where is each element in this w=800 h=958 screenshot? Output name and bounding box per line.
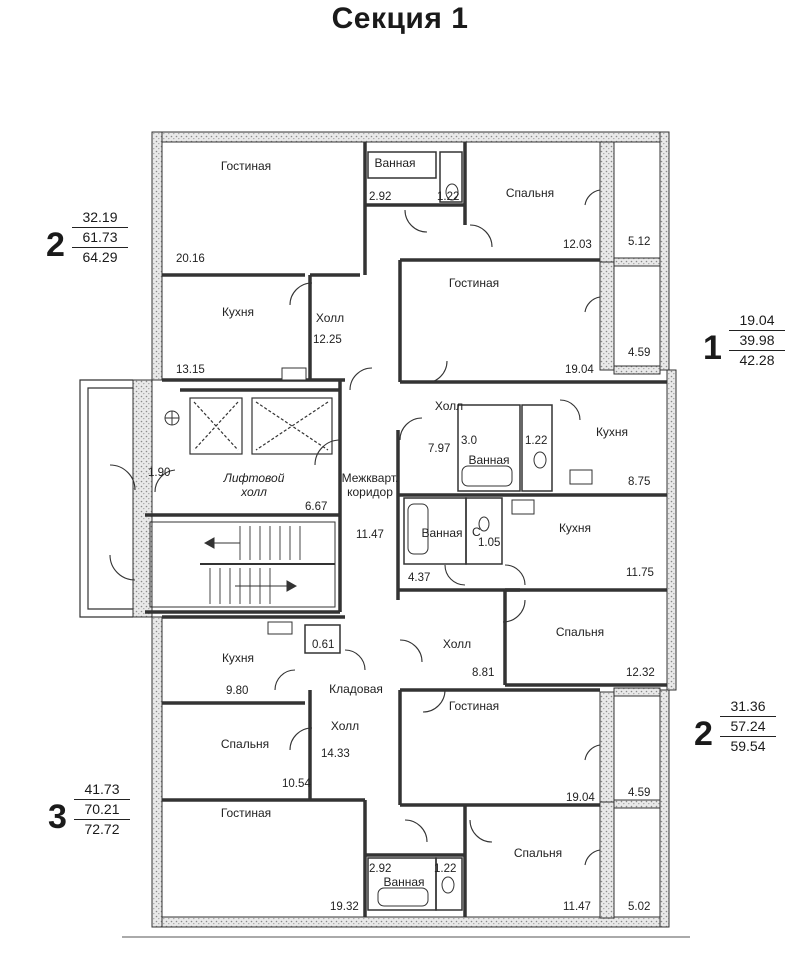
- apartment-number: 2: [46, 226, 65, 264]
- room-living-top: Гостиная: [221, 159, 271, 173]
- area-living-bl: 19.32: [330, 901, 359, 913]
- room-kitchen-mid: Кухня: [559, 521, 591, 535]
- left-loggia: [79, 379, 133, 618]
- room-bedroom-br: Спальня: [514, 846, 562, 860]
- room-hall-tl: Холл: [316, 311, 344, 325]
- outer-walls: [132, 131, 677, 928]
- room-bath-mid: Ванная: [421, 526, 462, 540]
- room-hall-bl: Холл: [331, 719, 359, 733]
- area-bath-1: 3.0: [461, 435, 477, 447]
- apartment-number: 3: [48, 798, 67, 836]
- living-area-value: 31.36: [720, 697, 776, 717]
- room-lift-hall-2: холл: [240, 485, 267, 499]
- area-wc-1: 1.22: [525, 435, 547, 447]
- living-area-value: 41.73: [74, 780, 130, 800]
- area-bedroom-bl: 10.54: [282, 778, 311, 790]
- apartment-number: 2: [694, 715, 713, 753]
- room-bedroom-mid: Спальня: [556, 625, 604, 639]
- doors: [109, 189, 601, 866]
- room-hall-mid: Холл: [443, 637, 471, 651]
- area-hall-mid: 8.81: [472, 667, 494, 679]
- total-area-value: 39.98: [729, 331, 785, 351]
- room-kitchen-bl: Кухня: [222, 651, 254, 665]
- total-area-balcony-value: 42.28: [739, 352, 775, 368]
- room-bedroom-top: Спальня: [506, 186, 554, 200]
- area-bath-bot: 2.92: [369, 863, 391, 875]
- total-area-value: 61.73: [72, 228, 128, 248]
- area-balcony-1: 4.59: [628, 347, 650, 359]
- staircase: [149, 521, 336, 608]
- area-wc-top: 1.22: [437, 191, 459, 203]
- area-bath-mid: 4.37: [408, 572, 430, 584]
- area-bedroom-mid: 12.32: [626, 667, 655, 679]
- fixtures: [164, 183, 593, 907]
- area-pantry: 0.61: [312, 639, 334, 651]
- area-lift-hall: 6.67: [305, 501, 327, 513]
- room-living-bl: Гостиная: [221, 806, 271, 820]
- area-kitchen-1: 8.75: [628, 476, 650, 488]
- area-living-r2: 19.04: [566, 792, 595, 804]
- total-area-balcony-value: 72.72: [84, 821, 120, 837]
- area-wc-mid: 1.05: [478, 537, 500, 549]
- area-corridor: 11.47: [356, 529, 384, 541]
- room-kitchen-1: Кухня: [596, 425, 628, 439]
- total-area-value: 70.21: [74, 800, 130, 820]
- room-bath-bot: Ванная: [383, 875, 424, 889]
- total-area-balcony-value: 64.29: [82, 249, 118, 265]
- interior-walls: [145, 142, 667, 917]
- area-bedroom-top: 12.03: [563, 239, 592, 251]
- room-labels: Гостиная 20.16 Ванная 2.92 1.22 Спальня …: [148, 156, 655, 913]
- room-corridor-1: Межкварт.: [342, 471, 399, 485]
- room-living-1: Гостиная: [449, 276, 499, 290]
- area-kitchen-tl: 13.15: [176, 364, 205, 376]
- area-bath-top: 2.92: [369, 191, 391, 203]
- area-hall-tl: 12.25: [313, 334, 342, 346]
- area-hall-bl: 14.33: [321, 748, 350, 760]
- room-kitchen-tl: Кухня: [222, 305, 254, 319]
- room-bedroom-bl: Спальня: [221, 737, 269, 751]
- area-balcony-br: 5.02: [628, 901, 650, 913]
- apartment-number: 1: [703, 329, 722, 367]
- area-balcony-r2: 4.59: [628, 787, 650, 799]
- area-tech: 1.90: [148, 467, 170, 479]
- area-hall-1: 7.97: [428, 443, 450, 455]
- total-area-value: 57.24: [720, 717, 776, 737]
- area-living-top: 20.16: [176, 253, 205, 265]
- elevator-shafts: [189, 397, 333, 455]
- area-living-1: 19.04: [565, 364, 594, 376]
- room-bath-top: Ванная: [374, 156, 415, 170]
- living-area-value: 19.04: [729, 311, 785, 331]
- room-lift-hall-1: Лифтовой: [223, 471, 285, 485]
- total-area-balcony-value: 59.54: [730, 738, 766, 754]
- room-pantry: Кладовая: [329, 682, 383, 696]
- area-bedroom-br: 11.47: [563, 901, 591, 913]
- room-bath-1: Ванная: [468, 453, 509, 467]
- section-title: Секция 1: [331, 2, 469, 35]
- area-balcony-top: 5.12: [628, 236, 650, 248]
- area-wc-bot: 1.22: [434, 863, 456, 875]
- room-living-r2: Гостиная: [449, 699, 499, 713]
- room-wc-mid: С: [472, 525, 481, 539]
- balcony-walls: [599, 141, 661, 919]
- area-kitchen-mid: 11.75: [626, 567, 654, 579]
- area-kitchen-bl: 9.80: [226, 685, 248, 697]
- room-corridor-2: коридор: [347, 485, 393, 499]
- living-area-value: 32.19: [72, 208, 128, 228]
- thin-walls: [304, 151, 553, 911]
- room-hall-1: Холл: [435, 399, 463, 413]
